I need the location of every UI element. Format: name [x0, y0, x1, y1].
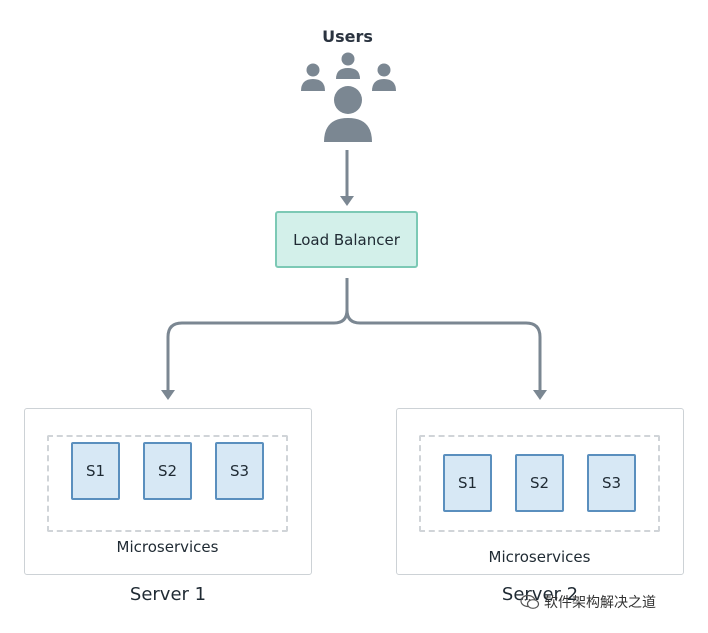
load-balancer-label: Load Balancer — [293, 230, 400, 249]
server-1-label: Server 1 — [129, 584, 207, 605]
large-user-icon — [324, 86, 372, 142]
server-1-service-s2: S2 — [143, 442, 192, 500]
service-label: S1 — [85, 462, 106, 480]
server-2-service-s3: S3 — [587, 454, 636, 512]
service-label: S2 — [529, 474, 550, 492]
lb-to-server1-connector — [166, 278, 349, 392]
lb-to-server2-connector — [345, 309, 542, 392]
watermark: 软件架构解决之道 — [520, 592, 656, 612]
server-2-microservices-label: Microservices — [488, 548, 591, 566]
users-to-lb-arrowhead — [340, 196, 354, 206]
server-1-microservices-label: Microservices — [116, 538, 219, 556]
service-label: S2 — [157, 462, 178, 480]
lb-to-server2-arrowhead — [533, 390, 547, 400]
server-1-microservices-group — [47, 435, 288, 532]
server-2-service-s2: S2 — [515, 454, 564, 512]
server-1-service-s1: S1 — [71, 442, 120, 500]
service-label: S1 — [457, 474, 478, 492]
wechat-icon — [520, 594, 540, 609]
service-label: S3 — [601, 474, 622, 492]
server-1-service-s3: S3 — [215, 442, 264, 500]
service-label: S3 — [229, 462, 250, 480]
small-user-icon — [372, 63, 396, 91]
users-label: Users — [322, 27, 373, 46]
server-2-microservices-group — [419, 435, 660, 532]
small-user-icon — [301, 63, 325, 91]
lb-to-server1-arrowhead — [161, 390, 175, 400]
server-2-service-s1: S1 — [443, 454, 492, 512]
watermark-text: 软件架构解决之道 — [544, 595, 656, 611]
small-user-icon — [336, 52, 360, 79]
users-group-icon — [301, 52, 396, 142]
load-balancer-node: Load Balancer — [275, 211, 418, 268]
